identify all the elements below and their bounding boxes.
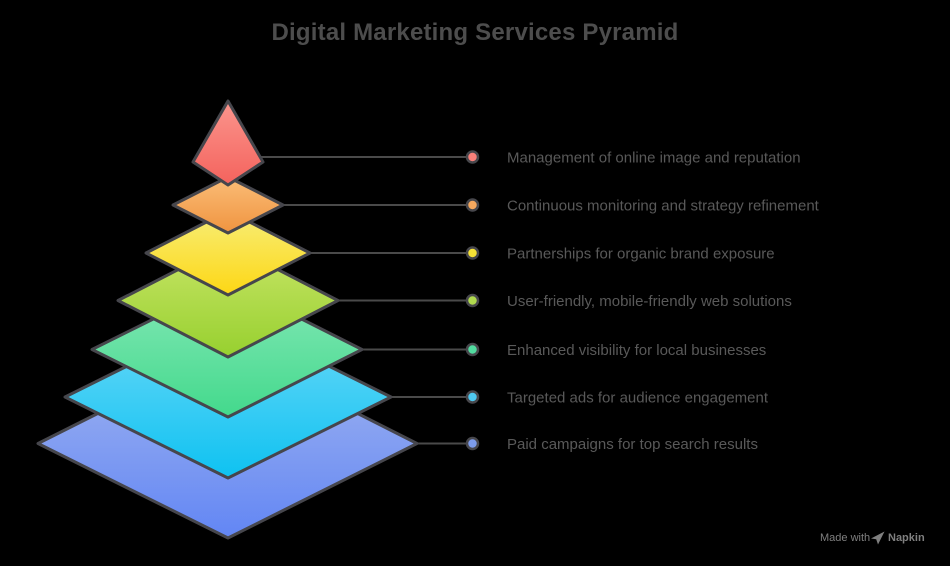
diagram-title: Digital Marketing Services Pyramid <box>272 19 679 46</box>
level-label-2: Continuous monitoring and strategy refin… <box>507 197 820 214</box>
made-with-napkin-watermark: Made with Napkin <box>820 531 925 545</box>
connector-dot-1 <box>465 150 480 164</box>
connector-dot-7 <box>465 436 480 451</box>
connector-dot-4 <box>465 293 480 308</box>
level-label-3: Partnerships for organic brand exposure <box>507 245 775 262</box>
level-labels: Management of online image and reputatio… <box>507 149 820 453</box>
made-with-text: Made with <box>820 532 870 544</box>
connector-dot-5 <box>465 342 480 357</box>
napkin-logo-icon <box>871 531 885 545</box>
level-label-4: User-friendly, mobile-friendly web solut… <box>507 293 792 310</box>
connector-dot-6 <box>465 390 480 404</box>
pyramid-level-2-shape <box>171 175 285 235</box>
connector-dot-2 <box>465 198 480 212</box>
pyramid-level-4-shape <box>116 242 340 359</box>
connector-lines <box>257 156 472 445</box>
connector-dots <box>465 150 480 451</box>
pyramid-level-1-shape <box>191 99 265 187</box>
pyramid-level-3-shape <box>144 209 312 297</box>
level-label-6: Targeted ads for audience engagement <box>507 389 769 406</box>
napkin-brand-text: Napkin <box>888 532 925 544</box>
level-label-1: Management of online image and reputatio… <box>507 149 801 166</box>
pyramid-layers <box>36 99 419 540</box>
connector-dot-3 <box>465 246 480 260</box>
level-label-7: Paid campaigns for top search results <box>507 436 758 453</box>
level-label-5: Enhanced visibility for local businesses <box>507 342 766 359</box>
